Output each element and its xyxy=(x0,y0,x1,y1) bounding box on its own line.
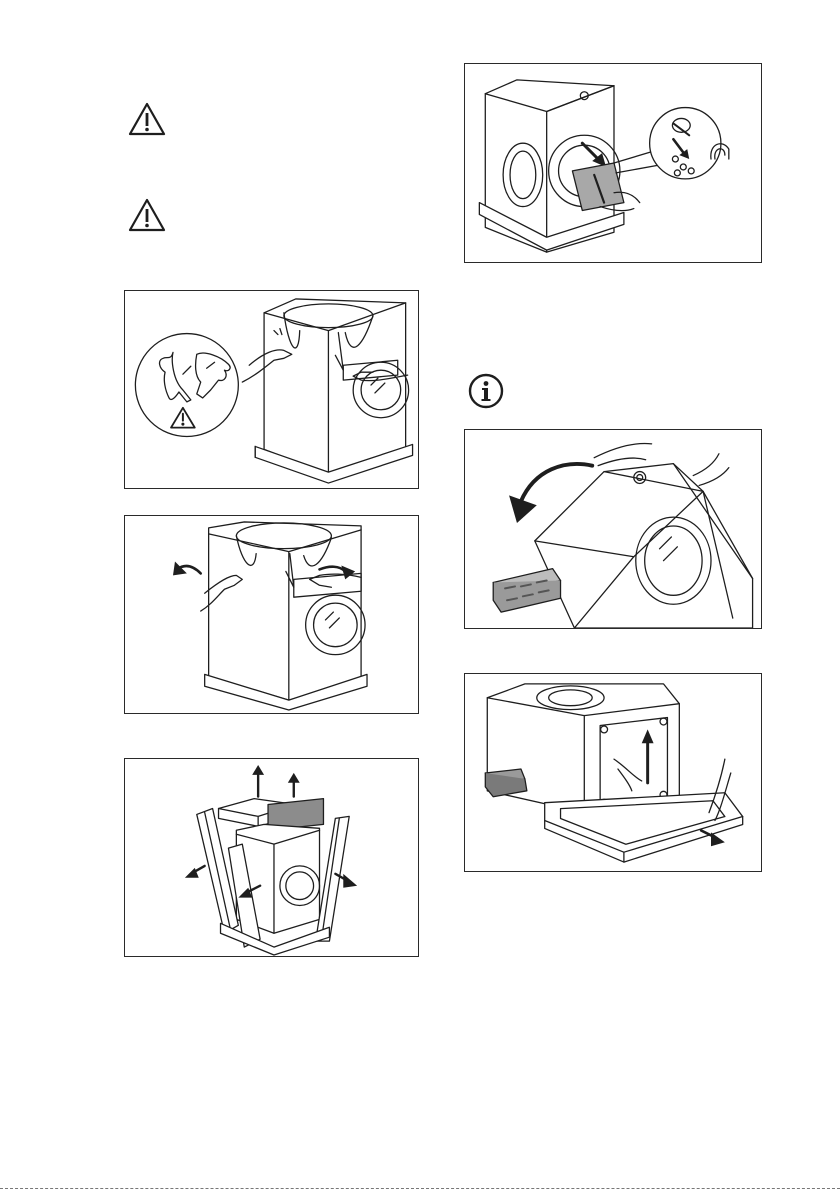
page-bottom-rule xyxy=(0,1188,840,1189)
figure-tilt-machine xyxy=(464,429,762,629)
figure-remove-foil-gloves xyxy=(124,290,419,489)
warning-triangle-icon xyxy=(128,102,166,136)
info-circle-icon xyxy=(468,373,504,409)
figure-tear-foil xyxy=(124,515,419,714)
figure-remove-packaging-panels xyxy=(124,758,419,957)
warning-triangle-icon xyxy=(128,198,166,232)
figure-remove-base xyxy=(464,673,762,872)
figure-accessory-bag xyxy=(464,63,762,263)
